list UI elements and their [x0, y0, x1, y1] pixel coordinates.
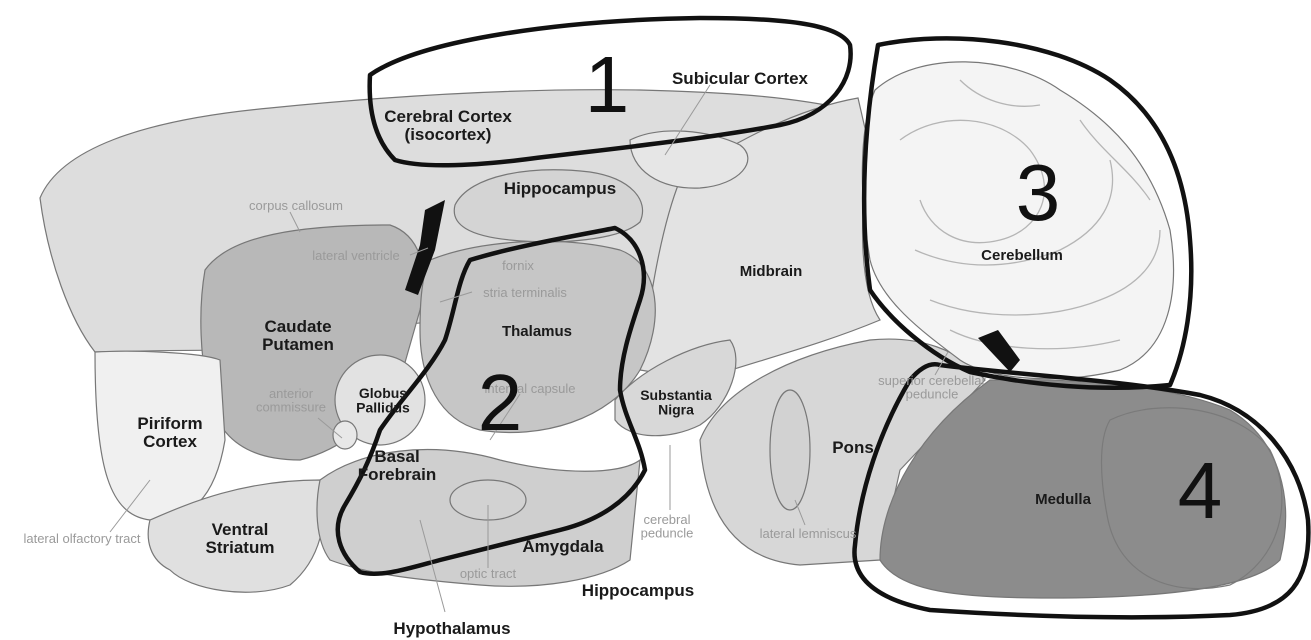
- label-subicular-cortex: Subicular Cortex: [672, 69, 809, 88]
- label-hypothalamus: Hypothalamus: [393, 619, 510, 638]
- label-midbrain: Midbrain: [740, 263, 803, 280]
- label-fornix: fornix: [502, 258, 534, 273]
- label-lateral-olfactory-tract: lateral olfactory tract: [23, 531, 140, 546]
- label-stria-terminalis: stria terminalis: [483, 285, 567, 300]
- label-thalamus: Thalamus: [502, 323, 572, 340]
- label-lateral-lemniscus: lateral lemniscus: [760, 526, 857, 541]
- label-corpus-callosum: corpus callosum: [249, 198, 343, 213]
- outline-number-1: 1: [585, 40, 630, 129]
- label-lateral-ventricle: lateral ventricle: [312, 248, 399, 263]
- outline-number-4: 4: [1178, 446, 1223, 535]
- label-cerebellum: Cerebellum: [981, 247, 1063, 264]
- label-pons: Pons: [832, 438, 874, 457]
- label-hippocampus-upper: Hippocampus: [504, 179, 616, 198]
- label-medulla: Medulla: [1035, 491, 1091, 508]
- label-amygdala: Amygdala: [522, 537, 604, 556]
- outline-number-2: 2: [478, 358, 523, 447]
- lateral-lemniscus-region: [770, 390, 810, 510]
- outline-number-3: 3: [1016, 148, 1061, 237]
- label-hippocampus-lower: Hippocampus: [582, 581, 694, 600]
- label-optic-tract: optic tract: [460, 566, 517, 581]
- anterior-commissure-region: [333, 421, 357, 449]
